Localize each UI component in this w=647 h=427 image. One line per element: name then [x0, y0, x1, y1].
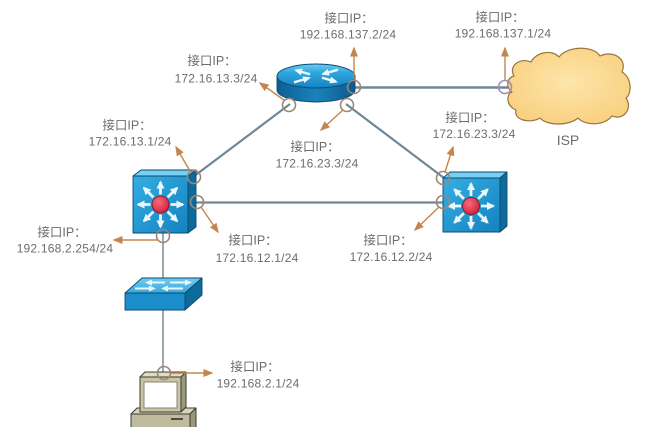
- port-rings: [155, 79, 513, 381]
- interface-arrow-icon: [444, 145, 455, 173]
- layer3-switch-arrows-icon: [136, 180, 185, 229]
- switch-arrow-icon: [477, 188, 489, 200]
- interface-label-router-wan: 接口IP： 192.168.137.2/24: [300, 11, 397, 42]
- switch-arrow-icon: [453, 188, 465, 200]
- core-switch-right: [442, 171, 508, 233]
- switch-arrow-icon: [477, 212, 489, 224]
- router: [276, 63, 356, 103]
- router-arrow: [321, 76, 338, 84]
- router-arrow: [294, 68, 311, 76]
- router-top-face: [276, 63, 356, 89]
- switch-core-dot: [151, 195, 170, 214]
- port-ring-left-switch-downlink: [155, 228, 171, 244]
- interface-ip-address: 192.168.137.2/24: [300, 28, 397, 42]
- interface-label-left-switch-gateway: 接口IP： 192.168.2.254/24: [17, 225, 114, 256]
- interface-label-right-switch-uplink: 接口IP： 172.16.23.3/24: [433, 110, 516, 141]
- interface-label-title: 接口IP：: [228, 233, 277, 248]
- interface-ip-address: 192.168.137.1/24: [455, 27, 552, 41]
- interface-labels: 接口IP： 192.168.137.2/24 接口IP： 192.168.137…: [17, 10, 580, 391]
- interface-ip-address: 172.16.13.3/24: [175, 72, 258, 86]
- interface-label-title: 接口IP：: [187, 53, 236, 68]
- switch-arrow-icon: [166, 186, 179, 199]
- cloud-icon: [507, 47, 631, 125]
- port-ring-right-switch-trunk: [435, 194, 451, 210]
- interface-label-left-switch-trunk: 接口IP： 172.16.12.1/24: [216, 233, 299, 266]
- switch-arrow-icon: [166, 210, 179, 223]
- interface-label-title: 接口IP：: [324, 11, 373, 26]
- workgroup-switch-arrows-icon: [135, 279, 192, 292]
- port-ring-isp: [497, 79, 513, 95]
- interface-label-title: 接口IP：: [445, 110, 494, 125]
- switch-side-face: [187, 169, 197, 234]
- interface-label-isp: 接口IP： 192.168.137.1/24: [455, 10, 552, 41]
- switch-front-face: [124, 292, 186, 311]
- port-ring-right-switch-uplink: [435, 170, 451, 186]
- interface-arrows: [112, 46, 509, 377]
- access-switch: [124, 277, 203, 311]
- interface-arrow-icon: [200, 206, 219, 234]
- interface-ip-address: 192.168.2.1/24: [217, 377, 300, 391]
- interface-ip-address: 192.168.2.254/24: [17, 242, 114, 256]
- interface-label-title: 接口IP：: [230, 359, 279, 374]
- pc: [130, 371, 197, 427]
- link-router-core-switch-left: [192, 103, 291, 178]
- switch-arrow-icon: [142, 210, 155, 223]
- interface-label-title: 接口IP：: [290, 139, 339, 154]
- layer3-switch-arrows-icon: [447, 182, 495, 230]
- monitor-screen: [143, 381, 178, 409]
- pc-base-front: [130, 413, 191, 427]
- interface-arrow-icon: [319, 109, 344, 132]
- interface-label-title: 接口IP：: [37, 225, 86, 240]
- interface-label-title: 接口IP：: [475, 10, 524, 25]
- switch-top-face: [132, 169, 197, 177]
- interface-label-left-switch-uplink: 接口IP： 172.16.13.1/24: [89, 118, 172, 149]
- interface-arrow-icon: [413, 206, 440, 232]
- isp-label: ISP: [557, 132, 580, 148]
- interface-label-title: 接口IP：: [102, 118, 151, 133]
- switch-arrow-icon: [142, 186, 155, 199]
- interface-label-router-left: 接口IP： 172.16.13.3/24: [175, 53, 258, 86]
- switch-side-face: [499, 171, 508, 233]
- interface-label-title: 接口IP：: [363, 233, 412, 248]
- monitor-side: [180, 371, 187, 413]
- interface-ip-address: 172.16.13.1/24: [89, 135, 172, 149]
- router-arrow: [293, 76, 311, 84]
- router-arrows-icon: [293, 68, 339, 84]
- router-arrow: [321, 68, 339, 76]
- interface-label-router-right: 接口IP： 172.16.23.3/24: [276, 139, 359, 171]
- switch-arrow-icon: [453, 212, 465, 224]
- port-ring-left-switch-uplink: [186, 169, 202, 185]
- interface-ip-address: 172.16.23.3/24: [433, 127, 516, 141]
- interface-arrow-icon: [175, 145, 191, 172]
- switch-core-dot: [462, 197, 480, 215]
- port-ring-left-switch-trunk: [189, 194, 205, 210]
- isp-cloud: [507, 47, 631, 125]
- link-router-core-switch-right: [345, 103, 445, 179]
- core-switch-left: [132, 169, 197, 234]
- interface-ip-address: 172.16.23.3/24: [276, 157, 359, 171]
- port-ring-pc: [156, 365, 172, 381]
- interface-label-pc: 接口IP： 192.168.2.1/24: [217, 359, 300, 391]
- interface-ip-address: 172.16.12.1/24: [216, 251, 299, 265]
- links: [162, 86, 512, 374]
- interface-ip-address: 172.16.12.2/24: [350, 250, 433, 264]
- port-ring-router-right: [339, 97, 355, 113]
- port-ring-router-left: [281, 97, 297, 113]
- interface-label-right-switch-trunk: 接口IP： 172.16.12.2/24: [350, 233, 433, 265]
- switch-top-face: [442, 171, 508, 179]
- interface-arrow-icon: [258, 82, 285, 101]
